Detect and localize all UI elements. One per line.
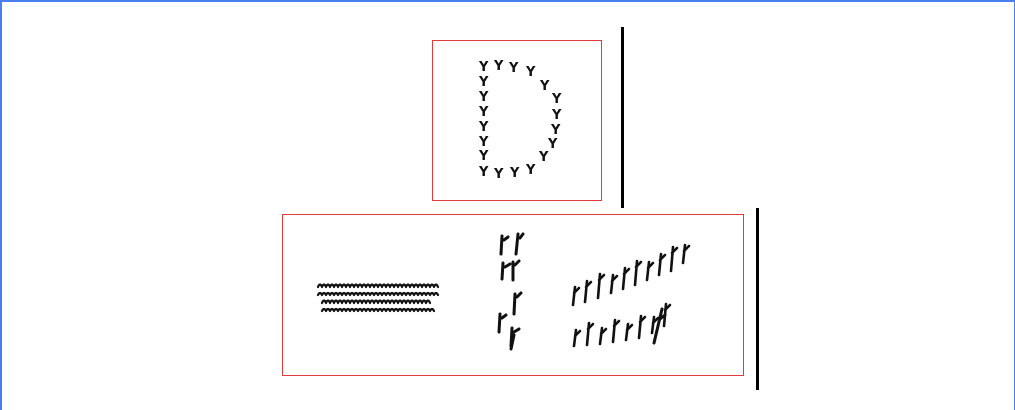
squiggle-row [322,309,434,311]
diagonal-stroke [626,324,632,340]
y-glyph: Y [478,75,489,90]
diagonal-stroke [598,274,604,298]
y-glyph: Y [550,123,561,138]
y-glyph: Y [551,108,562,123]
y-glyph: Y [525,65,536,80]
diagonal-stroke [585,281,591,302]
y-glyph: Y [478,60,489,75]
diagonal-stroke [574,330,580,346]
y-glyph: Y [551,92,562,107]
vertical-stroke-cluster [499,234,523,349]
diagonal-stroke [635,261,641,285]
diagonal-stroke [611,275,617,293]
diagonal-stroke [613,320,619,342]
horizontal-squiggle-bundle [318,285,438,312]
diagonal-stroke-array [573,245,689,346]
vertical-stroke [516,234,523,254]
y-glyph: Y [493,167,504,182]
vertical-stroke [502,263,510,279]
y-glyph: Y [478,165,489,180]
y-glyph: Y [478,135,489,150]
vertical-stroke [499,314,506,332]
diagonal-stroke [587,323,593,345]
y-glyph: Y [547,137,558,152]
squiggle-row [318,285,438,288]
y-glyph: Y [509,166,520,181]
vertical-stroke [501,236,508,254]
vertical-stroke [514,293,521,314]
diagonal-stroke [647,262,653,280]
squiggle-row [322,301,430,304]
diagonal-stroke [639,316,645,338]
y-glyph: Y [508,61,519,76]
y-glyph: Y [478,120,489,135]
y-glyph: Y [478,149,489,164]
diagonal-stroke [671,247,677,271]
diagonal-stroke [683,245,689,263]
diagonal-stroke [600,328,606,344]
y-glyph: Y [478,105,489,120]
diagonal-stroke [659,254,665,275]
y-glyph: Y [478,90,489,105]
y-glyph: Y [525,163,536,178]
diagonal-stroke [573,287,579,305]
squiggle-row [318,293,438,295]
diagonal-stroke [623,268,629,289]
vertical-stroke [513,261,519,280]
y-glyph: Y [539,79,550,94]
y-glyph: Y [493,59,504,74]
y-glyph: Y [538,150,549,165]
